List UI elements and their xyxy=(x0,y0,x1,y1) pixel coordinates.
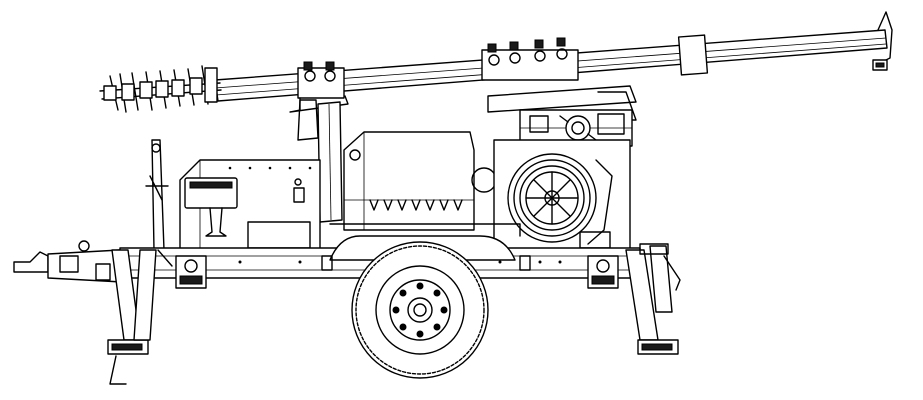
mast-cradle xyxy=(487,85,637,147)
tow-hitch-icon xyxy=(13,240,123,283)
light-head-icon xyxy=(99,65,222,113)
outrigger-jack-icon xyxy=(107,243,681,385)
hose-reel-icon xyxy=(493,139,631,251)
mast-clamp-right xyxy=(481,37,579,81)
wheel-icon xyxy=(351,241,489,379)
hook-post xyxy=(145,139,169,251)
mast-clamp-left xyxy=(289,61,349,113)
fuel-tank xyxy=(343,131,497,231)
generator-icon xyxy=(179,159,321,251)
